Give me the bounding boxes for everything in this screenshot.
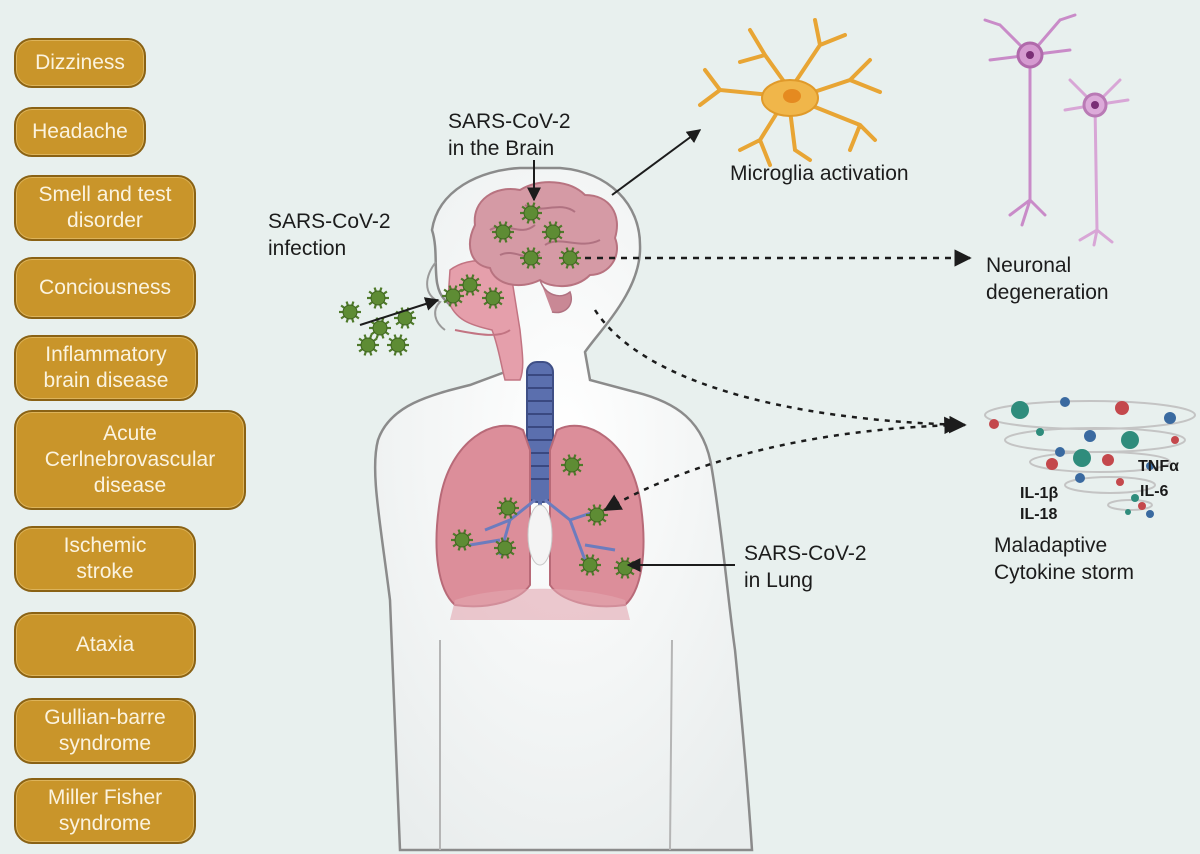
label-neuronal: Neuronal degeneration <box>986 254 1109 304</box>
brain-cytokine-arrow <box>593 309 967 434</box>
symptom-consciousness: Conciousness <box>14 257 196 319</box>
symptom-label: Inflammatory brain disease <box>43 343 169 392</box>
brain-icon <box>469 181 618 314</box>
cytokine-particle <box>1075 473 1085 483</box>
symptom-dizziness: Dizziness <box>14 38 146 88</box>
virus-icon <box>559 247 581 269</box>
virus-icon <box>369 317 391 339</box>
cytokine-particle <box>1115 401 1129 415</box>
cytokine-particle <box>1146 510 1154 518</box>
cytokine-particle <box>1146 462 1154 470</box>
arrows <box>359 129 972 572</box>
cytokine-particle <box>1131 494 1139 502</box>
virus-icon <box>357 334 379 356</box>
cytokine-particle <box>1116 478 1124 486</box>
cytokine-particle <box>1164 412 1176 424</box>
virus-icon <box>442 285 464 307</box>
virus-icon <box>579 554 601 576</box>
symptom-miller-fisher: Miller Fisher syndrome <box>14 778 196 844</box>
virus-icon <box>394 307 416 329</box>
cytokine-il6: IL-6 <box>1140 483 1169 500</box>
symptom-smell-taste: Smell and test disorder <box>14 175 196 241</box>
label-brain: SARS-CoV-2 in the Brain <box>448 110 571 160</box>
label-microglia: Microglia activation <box>730 162 909 185</box>
symptom-label: Miller Fisher syndrome <box>47 786 163 835</box>
cytokine-particle <box>1055 447 1065 457</box>
virus-icon <box>367 287 389 309</box>
label-cytokine-storm: Maladaptive Cytokine storm <box>994 534 1135 584</box>
lung-cytokine-arrow <box>603 416 962 512</box>
symptom-label: Headache <box>32 120 128 143</box>
cytokine-particle <box>1125 509 1131 515</box>
symptom-label: Gullian-barre syndrome <box>44 706 166 755</box>
virus-icon <box>387 334 409 356</box>
symptom-cerebrovascular: Acute Cerlnebrovascular disease <box>14 410 246 510</box>
cytokine-particle <box>1138 502 1146 510</box>
virus-icon <box>520 202 542 224</box>
label-infection: SARS-CoV-2 infection <box>268 210 391 260</box>
virus-icon <box>542 221 564 243</box>
cytokine-tnf: TNFα <box>1138 458 1179 475</box>
cytokine-particle <box>1011 401 1029 419</box>
virus-icon <box>561 454 583 476</box>
microglia-arrow <box>611 129 702 196</box>
trachea-icon <box>526 361 554 503</box>
cytokine-particle <box>1036 428 1044 436</box>
virus-icon <box>482 287 504 309</box>
cytokine-il18: IL-18 <box>1020 506 1058 523</box>
virus-icon <box>339 301 361 323</box>
symptom-label: Dizziness <box>35 51 125 74</box>
symptom-label: Conciousness <box>39 276 171 299</box>
cytokine-particle <box>1121 431 1139 449</box>
infection-arrow <box>359 297 440 326</box>
virus-icon <box>492 221 514 243</box>
cytokine-particle <box>1102 454 1114 466</box>
label-lung: SARS-CoV-2 in Lung <box>744 542 867 592</box>
neuron-icon <box>983 13 1130 247</box>
cytokine-particle <box>1060 397 1070 407</box>
cytokine-particle <box>1084 430 1096 442</box>
symptom-label: Acute Cerlnebrovascular disease <box>44 422 216 497</box>
cytokine-particle <box>1171 436 1179 444</box>
cytokine-particle <box>1046 458 1058 470</box>
virus-icon <box>586 504 608 526</box>
microglia-icon <box>698 18 882 167</box>
virus-icon <box>520 247 542 269</box>
virus-icon <box>494 537 516 559</box>
cytokine-storm-icon <box>984 397 1196 518</box>
symptom-label: Ischemic stroke <box>63 534 147 583</box>
symptom-inflammatory-brain: Inflammatory brain disease <box>14 335 198 401</box>
cytokine-il1b: IL-1β <box>1020 485 1059 502</box>
symptom-headache: Headache <box>14 107 146 157</box>
symptom-guillain-barre: Gullian-barre syndrome <box>14 698 196 764</box>
virus-icon <box>459 274 481 296</box>
virus-icon <box>497 497 519 519</box>
symptom-label: Smell and test disorder <box>38 183 172 232</box>
cytokine-particle <box>989 419 999 429</box>
symptom-label: Ataxia <box>75 633 135 656</box>
symptom-ischemic-stroke: Ischemic stroke <box>14 526 196 592</box>
virus-icon <box>451 529 473 551</box>
cytokine-particle <box>1073 449 1091 467</box>
symptom-ataxia: Ataxia <box>14 612 196 678</box>
